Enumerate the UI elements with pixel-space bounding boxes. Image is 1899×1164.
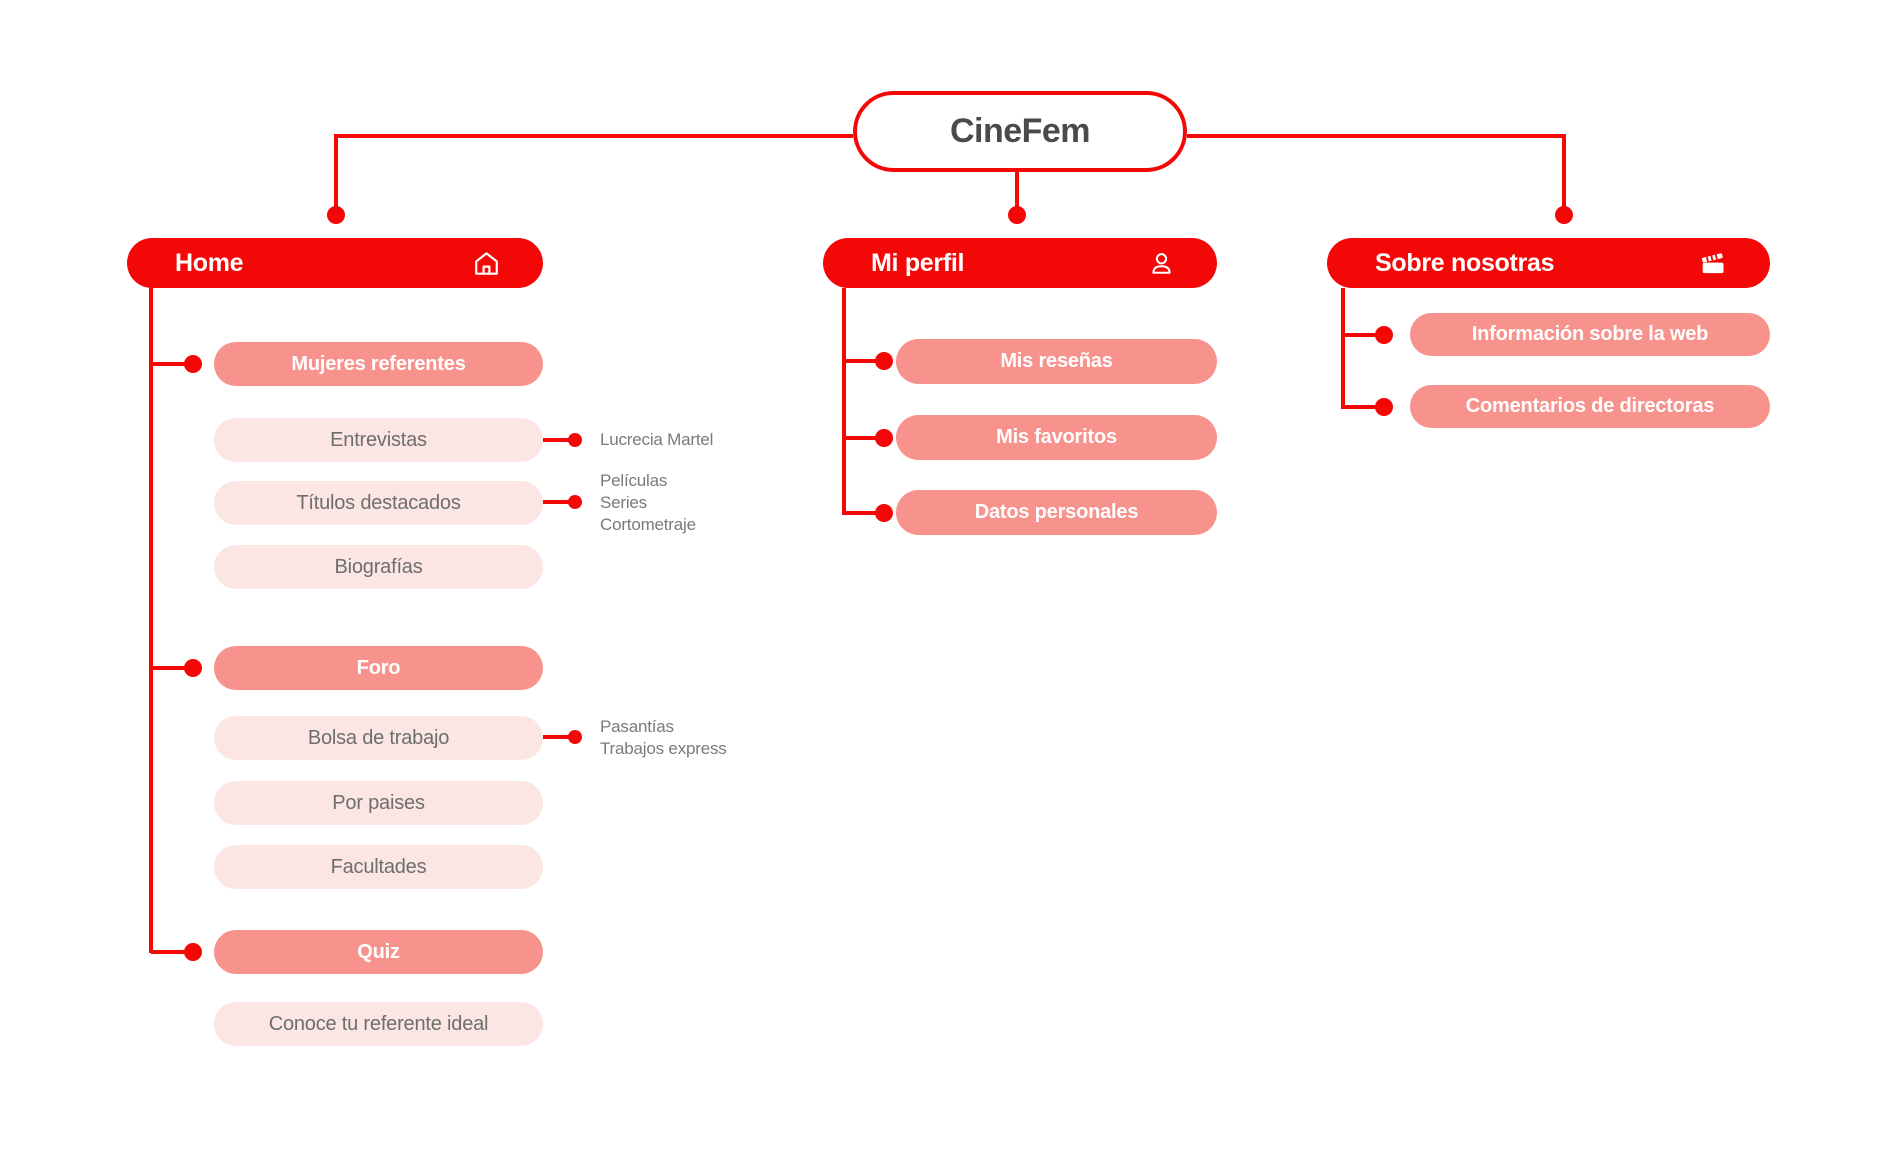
branch-dot [1555, 206, 1573, 224]
connector-line [151, 362, 187, 366]
node-por-paises[interactable]: Por paises [214, 781, 543, 825]
node-comentarios-de-directoras[interactable]: Comentarios de directoras [1410, 385, 1770, 428]
node-biografias[interactable]: Biografías [214, 545, 543, 589]
annotation-dot [568, 495, 582, 509]
connector-line [844, 359, 876, 363]
node-cinefem-root[interactable]: CineFem [853, 91, 1187, 172]
person-icon [1148, 250, 1175, 277]
branch-dot [184, 355, 202, 373]
node-datos-personales[interactable]: Datos personales [896, 490, 1217, 535]
annotation-dot [568, 730, 582, 744]
connector-line [334, 134, 338, 210]
connector-line [1343, 333, 1376, 337]
node-entrevistas[interactable]: Entrevistas [214, 418, 543, 462]
connector-line [336, 134, 853, 138]
mi-perfil-header-label: Mi perfil [871, 248, 965, 277]
node-quiz[interactable]: Quiz [214, 930, 543, 974]
branch-dot [184, 943, 202, 961]
node-informacion-sobre-la-web[interactable]: Información sobre la web [1410, 313, 1770, 356]
branch-dot [875, 504, 893, 522]
branch-dot [327, 206, 345, 224]
connector-line [1343, 405, 1376, 409]
connector-line [151, 666, 187, 670]
connector-line [1562, 134, 1566, 210]
node-sobre-nosotras-header[interactable]: Sobre nosotras [1327, 238, 1770, 288]
connector-line [543, 500, 571, 504]
node-mis-resenas[interactable]: Mis reseñas [896, 339, 1217, 384]
connector-line [844, 511, 876, 515]
branch-dot [875, 429, 893, 447]
connector-line [1187, 134, 1566, 138]
home-header-label: Home [175, 248, 244, 277]
branch-dot [875, 352, 893, 370]
sobre-nosotras-header-label: Sobre nosotras [1375, 248, 1555, 277]
branch-dot [1375, 398, 1393, 416]
connector-line [543, 735, 571, 739]
node-home-header[interactable]: Home [127, 238, 543, 288]
branch-dot [1375, 326, 1393, 344]
branch-dot [1008, 206, 1026, 224]
connector-line [151, 950, 187, 954]
annotation-dot [568, 433, 582, 447]
connector-line [149, 288, 153, 953]
connector-line [844, 436, 876, 440]
node-facultades[interactable]: Facultades [214, 845, 543, 889]
connector-line [1015, 170, 1019, 210]
node-mis-favoritos[interactable]: Mis favoritos [896, 415, 1217, 460]
node-bolsa-de-trabajo[interactable]: Bolsa de trabajo [214, 716, 543, 760]
node-mujeres-referentes[interactable]: Mujeres referentes [214, 342, 543, 386]
node-foro[interactable]: Foro [214, 646, 543, 690]
branch-dot [184, 659, 202, 677]
clapperboard-icon [1698, 250, 1728, 277]
connector-line [1341, 288, 1345, 409]
connector-line [543, 438, 571, 442]
connector-line [842, 288, 846, 515]
annotation-bolsa-list: Pasantías Trabajos express [600, 717, 727, 758]
node-titulos-destacados[interactable]: Títulos destacados [214, 481, 543, 525]
node-mi-perfil-header[interactable]: Mi perfil [823, 238, 1217, 288]
annotation-lucrecia-martel: Lucrecia Martel [600, 430, 714, 449]
annotation-titulos-list: Películas Series Cortometraje [600, 471, 696, 534]
home-icon [472, 249, 501, 278]
node-conoce-tu-referente-ideal[interactable]: Conoce tu referente ideal [214, 1002, 543, 1046]
